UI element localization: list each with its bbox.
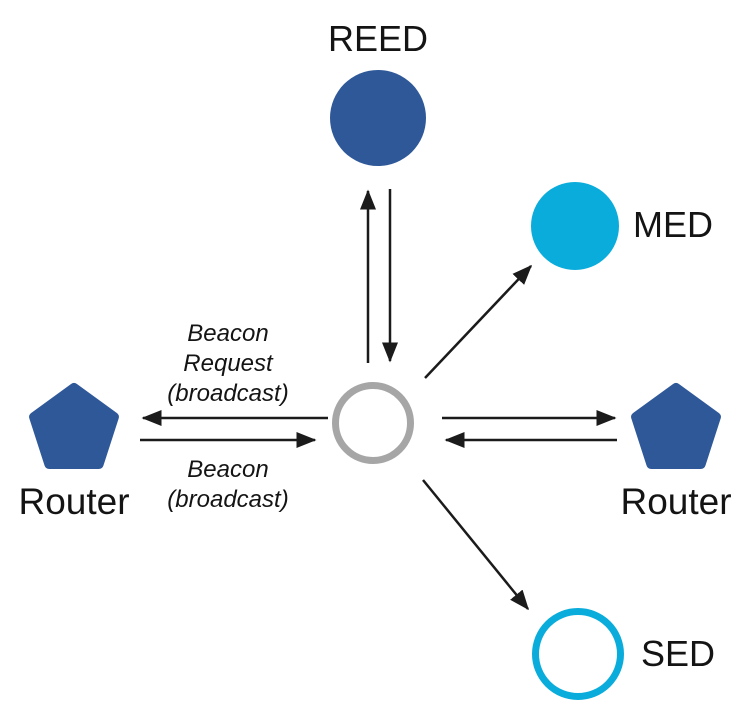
- beacon-request-label: Beacon Request (broadcast): [128, 319, 328, 409]
- reed-node: [330, 70, 426, 166]
- beacon-line: (broadcast): [167, 486, 289, 513]
- joiner-node: [332, 382, 414, 464]
- router-right-label: Router: [620, 481, 732, 522]
- sed-label: SED: [641, 633, 716, 674]
- beacon-label: Beacon (broadcast): [128, 455, 328, 515]
- router-right-node: [631, 383, 721, 469]
- sed-node: [532, 608, 624, 700]
- beacon-request-line: Request: [183, 350, 273, 377]
- med-node: [531, 182, 619, 270]
- arrow-joiner-to-med: [424, 264, 533, 379]
- med-label: MED: [633, 204, 713, 245]
- arrow-joiner-to-sed: [422, 479, 529, 611]
- router-left-label: Router: [18, 481, 130, 522]
- beacon-line: Beacon: [187, 456, 269, 483]
- beacon-request-line: Beacon: [187, 320, 269, 347]
- router-left-node: [29, 383, 119, 469]
- beacon-request-line: (broadcast): [167, 380, 289, 407]
- reed-label: REED: [327, 18, 429, 59]
